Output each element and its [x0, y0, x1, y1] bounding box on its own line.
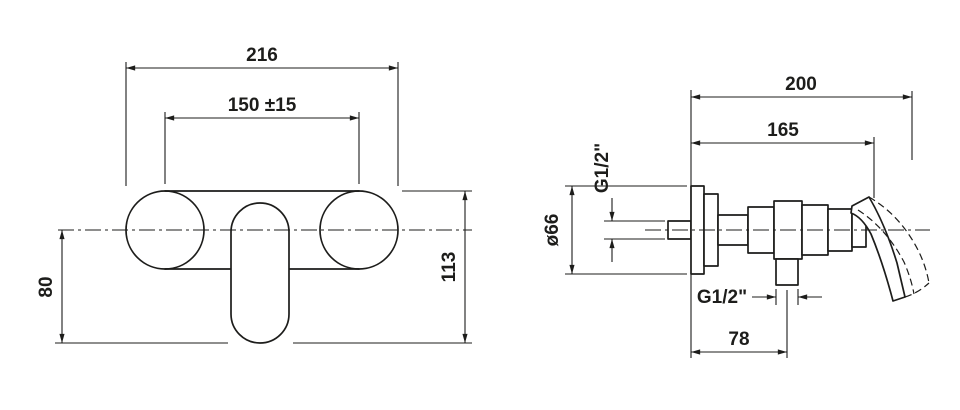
dim-label-diameter-66: ø66 [542, 214, 563, 247]
dimension-outlet-thread: G1/2" [695, 285, 822, 310]
dimension-front-height-below-axis: 80 [34, 230, 228, 344]
dim-label-113: 113 [439, 252, 460, 283]
lever-swing-tip-arc [904, 282, 930, 298]
dimension-front-connection-spacing: 150 ±15 [164, 93, 360, 184]
dim-label-200: 200 [785, 74, 817, 95]
dimension-escutcheon-diameter: ø66 [540, 185, 687, 275]
dim-label-outlet-g12: G1/2" [697, 287, 747, 308]
dim-label-78: 78 [728, 329, 749, 350]
dimension-outlet-offset: 78 [691, 290, 788, 358]
lever-swing-range-inner [857, 209, 915, 295]
dimension-side-depth-total: 200 [691, 72, 913, 160]
side-view-mixer-body [667, 185, 867, 286]
lever-solid-position [850, 196, 906, 302]
dimension-inlet-thread: G1/2" [590, 141, 665, 262]
lever-capsule [230, 202, 290, 344]
front-view: 216 150 ±15 80 113 [34, 43, 472, 344]
outlet-connection [775, 258, 799, 286]
front-view-lever-handle [230, 202, 290, 344]
side-view: 200 165 G1/2" ø66 G1/2" [540, 72, 930, 358]
dimension-side-depth-to-handle: 165 [691, 118, 875, 198]
left-union-flange [125, 190, 205, 270]
dimension-front-height-total: 113 [293, 190, 472, 344]
side-view-lever [850, 196, 930, 302]
dim-label-165: 165 [767, 120, 799, 141]
dim-label-80: 80 [36, 276, 57, 297]
dimension-front-width-total: 216 [125, 43, 399, 186]
dim-label-216: 216 [246, 45, 278, 66]
dim-label-150: 150 ±15 [228, 95, 297, 116]
